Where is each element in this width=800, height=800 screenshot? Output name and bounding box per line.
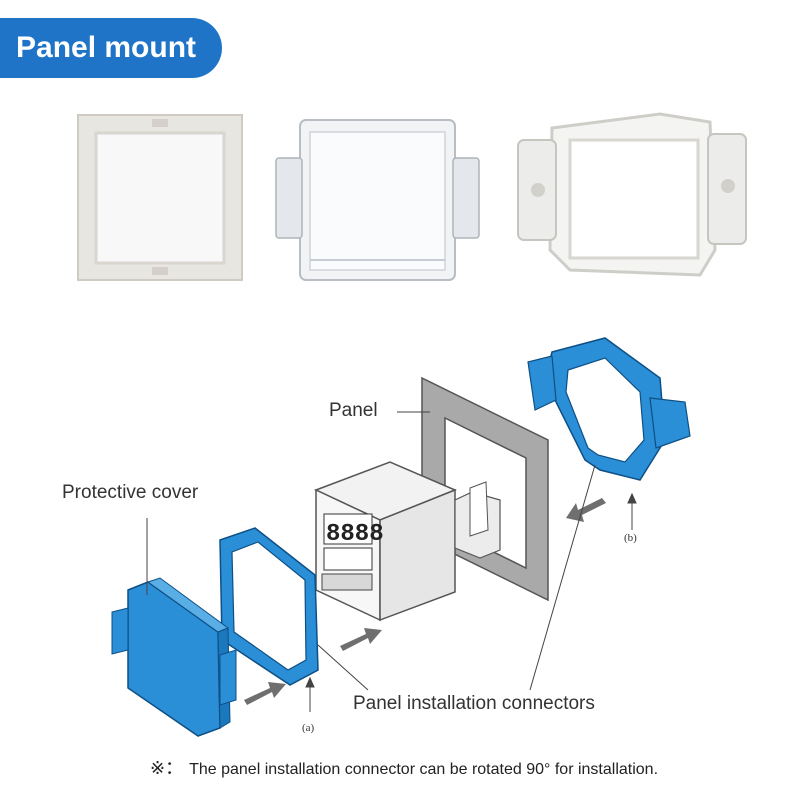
label-b: (b) (624, 532, 637, 544)
protective-cover-label: Protective cover (62, 482, 199, 503)
exploded-diagram: 8888 (111, 337, 691, 737)
note-text: The panel installation connector can be … (189, 761, 659, 778)
protective-cover (111, 577, 237, 737)
page-title: Panel mount (0, 18, 222, 78)
controller-device: 8888 (314, 461, 501, 622)
frame-photo (77, 114, 243, 281)
clamp-photo (517, 112, 747, 277)
cover-photo (275, 119, 480, 281)
label-a: (a) (302, 722, 315, 734)
panel-label: Panel (329, 400, 378, 421)
clamp-b (527, 337, 691, 481)
installation-note: ※： The panel installation connector can b… (150, 754, 658, 780)
leader-lines (146, 411, 637, 712)
arrows (244, 498, 606, 705)
frame-a (219, 527, 319, 686)
connectors-label: Panel installation connectors (353, 693, 595, 714)
svg-text:8888: 8888 (326, 521, 384, 548)
note-mark: ※： (150, 758, 184, 778)
